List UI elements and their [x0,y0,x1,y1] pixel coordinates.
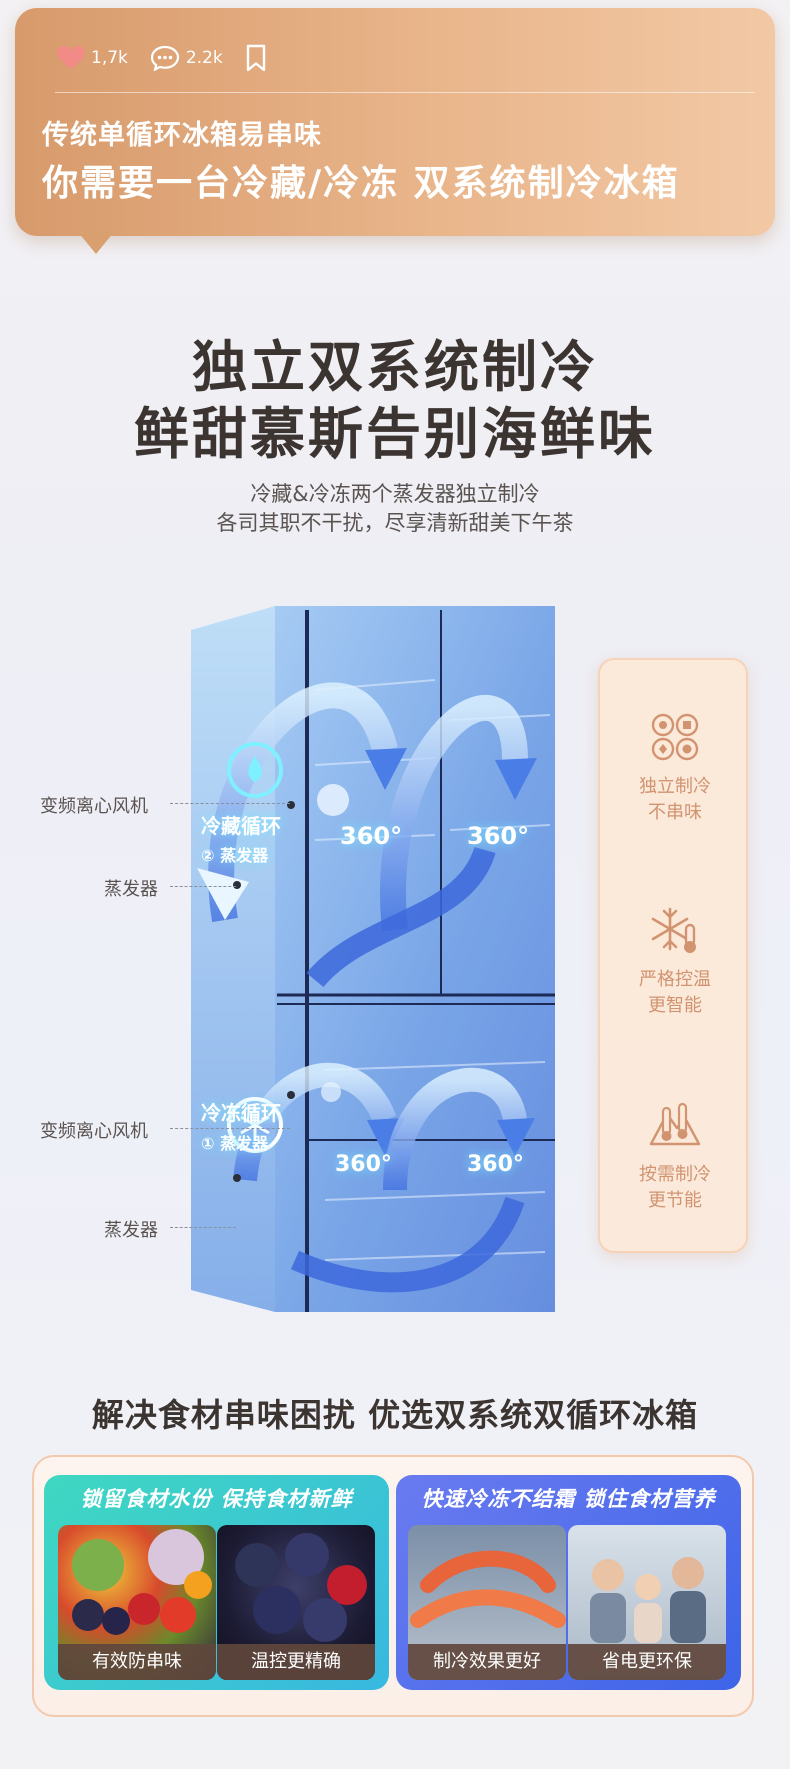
feature-3-line-1: 按需制冷 [639,1164,711,1185]
thermometers-icon [649,1102,701,1146]
deg-upper-left: 360° [340,822,403,850]
bubble-line-1: 传统单循环冰箱易串味 [42,120,322,151]
photo-blueberries: 温控更精确 [217,1525,375,1680]
shrimp-illustration [410,1550,566,1628]
photo-family: 省电更环保 [568,1525,726,1680]
social-bar: 1,7k 2.2k [57,44,267,72]
photo-shrimp: 制冷效果更好 [408,1525,566,1680]
feature-item-2: 严格控温 更智能 [600,905,750,1019]
feature-1-line-2: 不串味 [648,802,702,823]
card-fresh: 锁留食材水份 保持食材新鲜 有效防串味 温控更精确 [44,1475,389,1690]
bubble-tail [78,232,114,254]
header-bubble: 1,7k 2.2k [15,8,775,236]
feature-1-line-1: 独立制冷 [639,776,711,797]
bubble-line-2: 你需要一台冷藏/冷冻 双系统制冷冰箱 [42,163,680,204]
comment-icon[interactable] [150,45,180,71]
bookmark-icon[interactable] [245,44,267,72]
lower-cycle-label: 冷冻循环 [201,1101,281,1125]
card-right-head: 快速冷冻不结霜 锁住食材营养 [421,1487,716,1511]
feature-2-line-1: 严格控温 [639,969,711,990]
features-panel: 独立制冷 不串味 严格控温 更智能 按需制冷 更节能 [598,658,748,1253]
fridge-drawing [191,606,555,1312]
feature-2-line-2: 更智能 [648,995,702,1016]
feature-item-3: 按需制冷 更节能 [600,1100,750,1214]
heart-icon[interactable] [57,46,85,70]
comment-count: 2.2k [185,48,223,68]
card-left-head: 锁留食材水份 保持食材新鲜 [80,1487,353,1511]
snowflake-thermometer-icon [651,907,696,953]
produce-illustration [72,1529,212,1635]
lower-evaporator-label: 蒸发器 [104,1220,158,1241]
feature-item-1: 独立制冷 不串味 [600,712,750,826]
photo-label-1: 有效防串味 [58,1644,216,1680]
card-freeze: 快速冷冻不结霜 锁住食材营养 制冷效果更好 省电更环保 [396,1475,741,1690]
photo-label-3: 制冷效果更好 [408,1644,566,1680]
photo-label-4: 省电更环保 [568,1644,726,1680]
lower-fan-leader [170,1128,290,1129]
lower-fan-label: 变频离心风机 [40,1121,148,1142]
feature-3-line-2: 更节能 [648,1190,702,1211]
blueberry-illustration [235,1533,367,1642]
deg-upper-right: 360° [467,822,530,850]
lower-evaporator-tag: ① 蒸发器 [201,1134,269,1153]
like-count: 1,7k [91,48,128,68]
divider [55,92,755,93]
upper-evaporator-label: 蒸发器 [104,879,158,900]
photo-label-2: 温控更精确 [217,1644,375,1680]
subline-2: 各司其职不干扰，尽享清新甜美下午茶 [216,511,574,535]
deg-lower-right: 360° [467,1152,524,1177]
fridge-illustration: 冷藏循环 ② 蒸发器 冷冻循环 ① 蒸发器 360° 360° 360° 360… [185,600,565,1320]
family-illustration [590,1557,706,1643]
headline-line-2: 鲜甜慕斯告别海鲜味 [133,402,656,466]
lower-evaporator-leader [170,1227,236,1228]
deg-lower-left: 360° [335,1152,392,1177]
headline-line-1: 独立双系统制冷 [191,335,598,399]
upper-evaporator-tag: ② 蒸发器 [201,846,269,865]
bottom-title: 解决食材串味困扰 优选双系统双循环冰箱 [91,1396,699,1434]
photo-produce: 有效防串味 [58,1525,216,1680]
subline-1: 冷藏&冷冻两个蒸发器独立制冷 [250,482,540,506]
grid-fruit-icon [651,713,699,761]
upper-cycle-label: 冷藏循环 [201,814,281,838]
upper-evaporator-leader [170,886,236,887]
upper-fan-label: 变频离心风机 [40,796,148,817]
upper-fan-leader [170,803,290,804]
